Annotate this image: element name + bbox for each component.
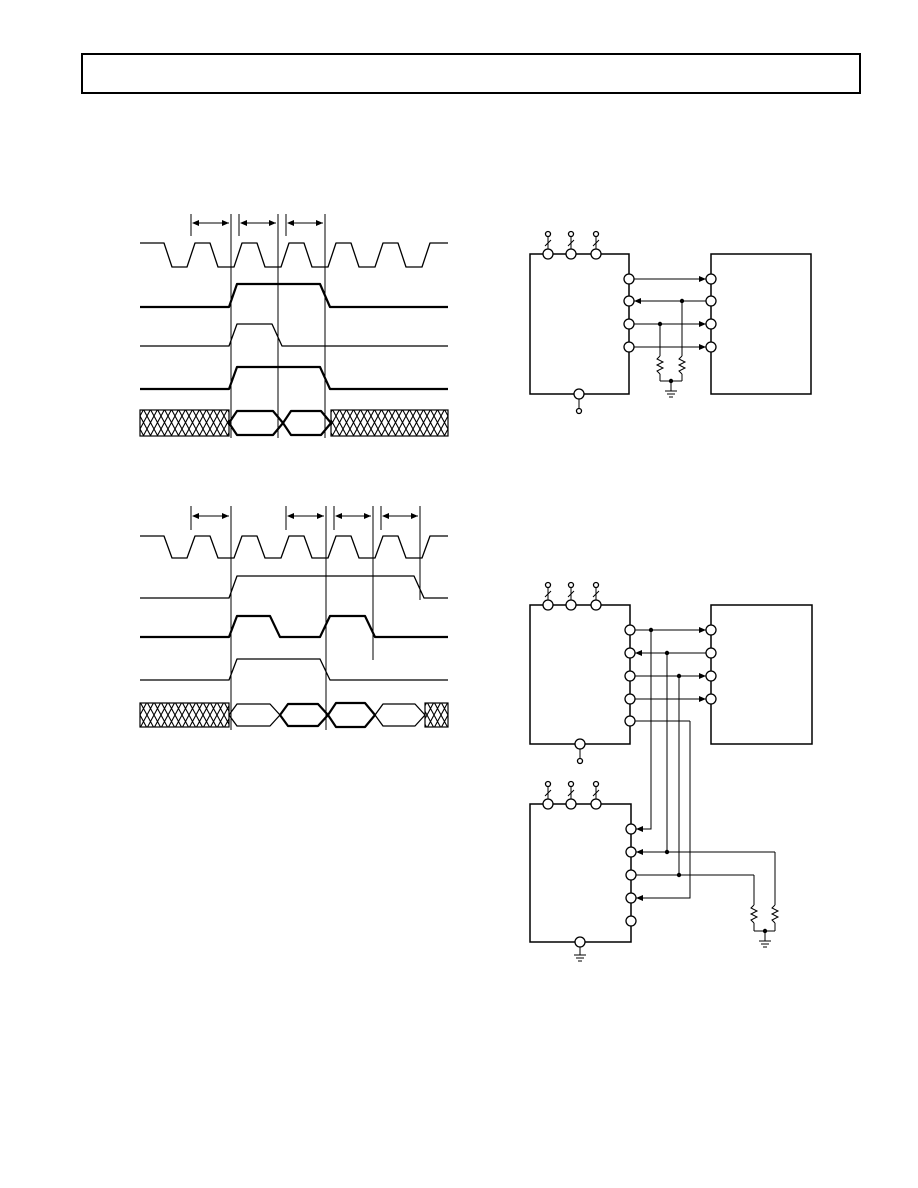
signal-waveform-top-3 — [140, 323, 448, 347]
ic-block-right-top — [710, 253, 812, 395]
supply-pins-top — [542, 230, 602, 260]
timing-diagram-top — [139, 214, 449, 438]
signal-waveform-bottom-4 — [140, 658, 448, 681]
signal-waveform-bottom-2 — [140, 575, 448, 599]
side-pins-mid — [624, 624, 717, 727]
side-pins-top — [623, 273, 717, 353]
ic-block-left-mid — [529, 604, 631, 745]
ic-block-right-mid — [710, 604, 813, 745]
data-bus-bottom — [139, 701, 449, 729]
data-bus-top — [139, 409, 449, 437]
signal-waveform-top-4 — [140, 365, 448, 391]
supply-pins-bottom — [542, 780, 602, 810]
signal-waveform-bottom-3 — [140, 614, 448, 639]
ic-block-left-bottom — [529, 803, 632, 943]
clock-waveform-top — [140, 242, 448, 268]
circuit-diagram-top — [529, 230, 812, 415]
supply-pins-mid — [542, 581, 602, 611]
page-header-box — [81, 53, 861, 94]
timing-diagram-bottom — [139, 506, 449, 730]
circuit-diagram-bottom — [529, 581, 813, 962]
clock-waveform-bottom — [140, 535, 448, 559]
ic-block-left-top — [529, 253, 630, 395]
signal-waveform-top-2 — [140, 282, 448, 309]
pullup-resistors-bottom — [749, 852, 780, 948]
pullup-resistors-top — [655, 301, 687, 398]
timing-markers-top — [190, 214, 326, 438]
